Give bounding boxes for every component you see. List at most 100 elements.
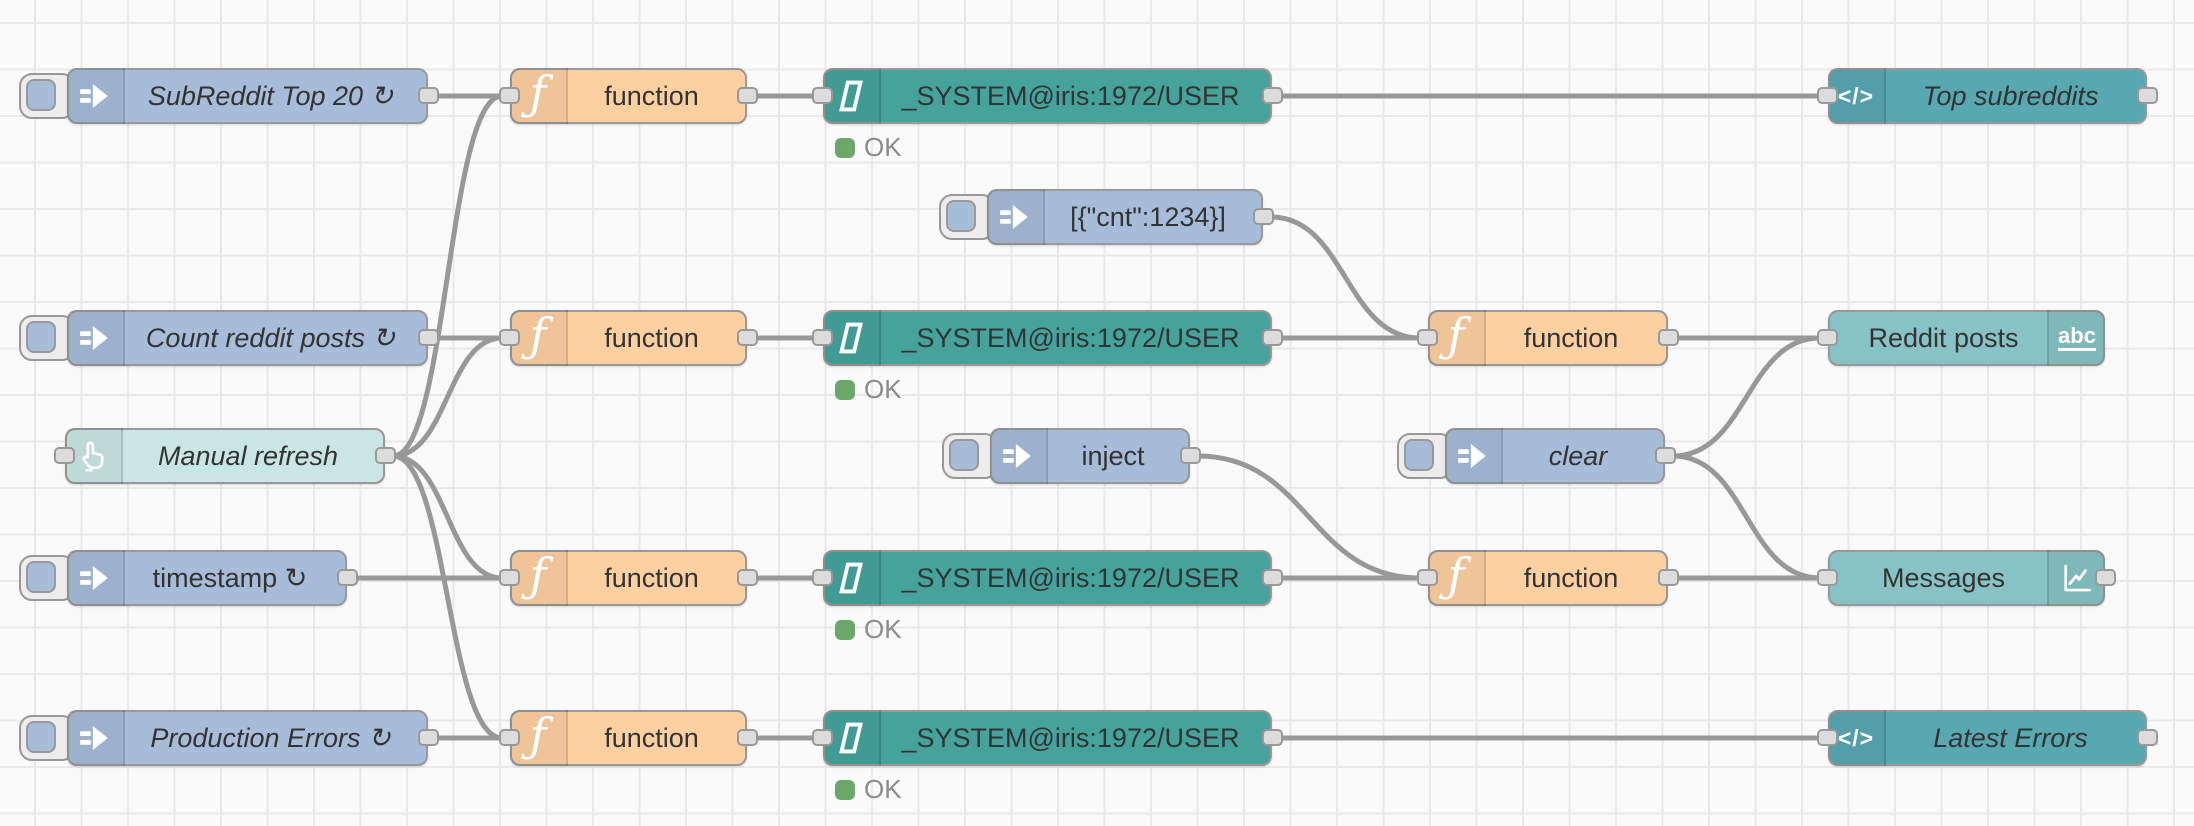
input-port[interactable] <box>812 87 833 104</box>
node-body[interactable] <box>823 710 1272 766</box>
node-body[interactable] <box>1828 710 2147 766</box>
node-label: _SYSTEM@iris:1972/USER <box>901 722 1240 753</box>
node-body[interactable] <box>1428 310 1668 366</box>
node-body[interactable] <box>510 310 747 366</box>
text-abc-icon: abc <box>2047 310 2105 366</box>
output-port[interactable] <box>375 447 396 464</box>
inject-button[interactable] <box>19 315 75 361</box>
input-port[interactable] <box>499 329 520 346</box>
input-port[interactable] <box>1817 87 1838 104</box>
output-port[interactable] <box>2095 569 2116 586</box>
node-inject_count[interactable]: Count reddit posts ↻ <box>19 310 439 366</box>
node-body[interactable] <box>67 550 347 606</box>
node-inject_cnt[interactable]: [{"cnt":1234}] <box>939 189 1274 245</box>
node-inject_inject[interactable]: inject <box>942 428 1201 484</box>
input-port[interactable] <box>1817 329 1838 346</box>
status-indicator: OK <box>835 374 902 405</box>
node-body[interactable] <box>1828 310 2105 366</box>
input-port[interactable] <box>812 569 833 586</box>
node-label: [{"cnt":1234}] <box>1070 201 1226 232</box>
input-port[interactable] <box>1417 329 1438 346</box>
output-port[interactable] <box>1262 329 1283 346</box>
status-dot-icon <box>835 779 855 800</box>
wire[interactable] <box>1670 453 1823 581</box>
output-port[interactable] <box>418 87 439 104</box>
wire[interactable] <box>390 335 505 459</box>
wire[interactable] <box>390 453 505 581</box>
inject-button[interactable] <box>19 73 75 119</box>
output-port[interactable] <box>1180 447 1201 464</box>
output-port[interactable] <box>737 329 758 346</box>
node-body[interactable] <box>510 550 747 606</box>
inject-button[interactable] <box>1397 433 1453 479</box>
wire[interactable] <box>1670 335 1823 459</box>
input-port[interactable] <box>1817 729 1838 746</box>
output-port[interactable] <box>737 87 758 104</box>
output-port[interactable] <box>737 569 758 586</box>
output-port[interactable] <box>1262 569 1283 586</box>
node-inject_clear[interactable]: clear <box>1397 428 1676 484</box>
output-port[interactable] <box>1262 729 1283 746</box>
output-port[interactable] <box>1658 329 1679 346</box>
node-body[interactable] <box>510 68 747 124</box>
output-port[interactable] <box>737 729 758 746</box>
output-port[interactable] <box>2137 729 2158 746</box>
node-body[interactable] <box>823 68 1272 124</box>
input-port[interactable] <box>812 329 833 346</box>
output-port[interactable] <box>418 729 439 746</box>
inject-button[interactable] <box>19 555 75 601</box>
node-tmpl_err[interactable]: </>Latest Errors <box>1817 710 2158 766</box>
inject-arrow-icon <box>67 68 125 124</box>
wire[interactable] <box>1195 453 1423 581</box>
node-body[interactable] <box>67 68 428 124</box>
node-ui_chart[interactable]: Messages <box>1817 550 2116 606</box>
node-inject_subreddit[interactable]: SubReddit Top 20 ↻ <box>19 68 439 124</box>
output-port[interactable] <box>1658 569 1679 586</box>
node-body[interactable] <box>1828 68 2147 124</box>
input-port[interactable] <box>1417 569 1438 586</box>
status-text: OK <box>864 614 902 644</box>
input-port[interactable] <box>499 569 520 586</box>
node-body[interactable] <box>987 189 1263 245</box>
output-port[interactable] <box>1253 208 1274 225</box>
node-inject_ts[interactable]: timestamp ↻ <box>19 550 358 606</box>
node-tmpl_top[interactable]: </>Top subreddits <box>1817 68 2158 124</box>
output-port[interactable] <box>418 329 439 346</box>
wire[interactable] <box>390 93 505 459</box>
input-port[interactable] <box>1817 569 1838 586</box>
node-manual[interactable]: Manual refresh <box>54 428 396 484</box>
node-body[interactable] <box>67 710 428 766</box>
output-port[interactable] <box>1262 87 1283 104</box>
node-label: Latest Errors <box>1933 722 2088 753</box>
input-port[interactable] <box>812 729 833 746</box>
input-port[interactable] <box>499 87 520 104</box>
input-port[interactable] <box>54 447 75 464</box>
wire[interactable] <box>390 453 505 741</box>
node-inject_prod[interactable]: Production Errors ↻ <box>19 710 439 766</box>
node-label: timestamp ↻ <box>152 562 308 593</box>
inject-button-fill <box>949 439 979 471</box>
node-body[interactable] <box>823 550 1272 606</box>
output-port[interactable] <box>337 569 358 586</box>
node-body[interactable] <box>823 310 1272 366</box>
output-port[interactable] <box>1655 447 1676 464</box>
inject-button[interactable] <box>942 433 998 479</box>
output-port[interactable] <box>2137 87 2158 104</box>
input-port[interactable] <box>499 729 520 746</box>
wire[interactable] <box>1268 214 1423 341</box>
node-label: function <box>604 722 699 753</box>
node-body[interactable] <box>65 428 385 484</box>
node-body[interactable] <box>1428 550 1668 606</box>
